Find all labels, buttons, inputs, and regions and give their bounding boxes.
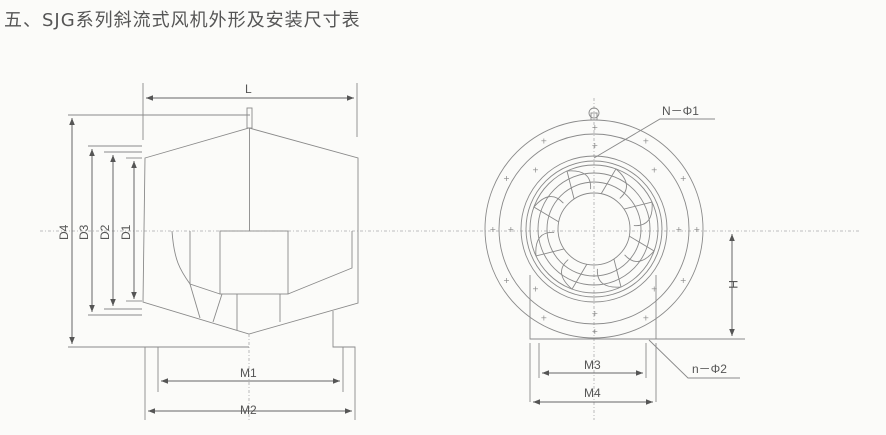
bolt-hole-mark: +	[503, 276, 510, 285]
side-view: L D4 D3 D2 D1 M1	[57, 82, 359, 420]
bolt-hole-mark: +	[643, 137, 650, 146]
label-M4: M4	[584, 386, 601, 400]
lifting-eye	[588, 107, 600, 119]
label-M3: M3	[584, 358, 601, 372]
bolt-hole-mark: +	[680, 276, 687, 285]
bolt-hole-mark: +	[541, 137, 548, 146]
label-H: H	[726, 280, 740, 289]
bolt-hole-mark: +	[508, 225, 515, 234]
bolt-hole-mark: +	[592, 123, 599, 132]
page-title: 五、SJG系列斜流式风机外形及安装尺寸表	[4, 10, 361, 31]
bolt-hole-mark: +	[532, 166, 539, 175]
bolt-hole-mark: +	[694, 225, 701, 234]
impeller-blades	[533, 168, 655, 290]
blade	[600, 168, 627, 199]
label-D1: D1	[119, 224, 133, 240]
label-N-phi1: N－Φ1	[662, 104, 699, 118]
blade	[533, 196, 564, 223]
label-M1: M1	[240, 366, 257, 380]
bolt-hole-mark: +	[651, 166, 658, 175]
leader-n-phi2	[648, 339, 740, 379]
motor-box	[219, 230, 289, 295]
lifting-stem	[246, 107, 253, 129]
bolt-holes: + + + + + + + + + + + + + + + + + + + +	[490, 123, 701, 336]
bolt-hole-mark: +	[592, 309, 599, 318]
blade	[624, 235, 655, 262]
label-D4: D4	[57, 224, 71, 240]
fan-body-outline	[142, 127, 359, 335]
bolt-hole-mark: +	[676, 225, 683, 234]
front-view: + + + + + + + + + + + + + + + + + + + + H M3 M4 N－Φ1 n－Φ2	[484, 98, 745, 420]
bolt-hole-mark: +	[643, 313, 650, 322]
label-D3: D3	[77, 224, 91, 240]
bolt-hole-mark: +	[592, 327, 599, 336]
leader-N-phi1	[593, 118, 715, 159]
blade	[566, 170, 592, 200]
blade	[535, 231, 565, 257]
hub	[557, 192, 631, 266]
bolt-hole-mark: +	[532, 284, 539, 293]
bolt-hole-mark: +	[592, 141, 599, 150]
blade	[561, 259, 588, 290]
blade	[623, 201, 653, 227]
bolt-hole-mark: +	[541, 313, 548, 322]
label-D2: D2	[98, 224, 112, 240]
label-L: L	[245, 82, 252, 96]
bolt-hole-mark: +	[651, 284, 658, 293]
label-n-phi2: n－Φ2	[692, 362, 727, 376]
bolt-hole-mark: +	[503, 174, 510, 183]
label-M2: M2	[240, 403, 257, 417]
bolt-hole-mark: +	[680, 174, 687, 183]
bolt-hole-mark: +	[490, 225, 497, 234]
blade	[596, 258, 622, 288]
